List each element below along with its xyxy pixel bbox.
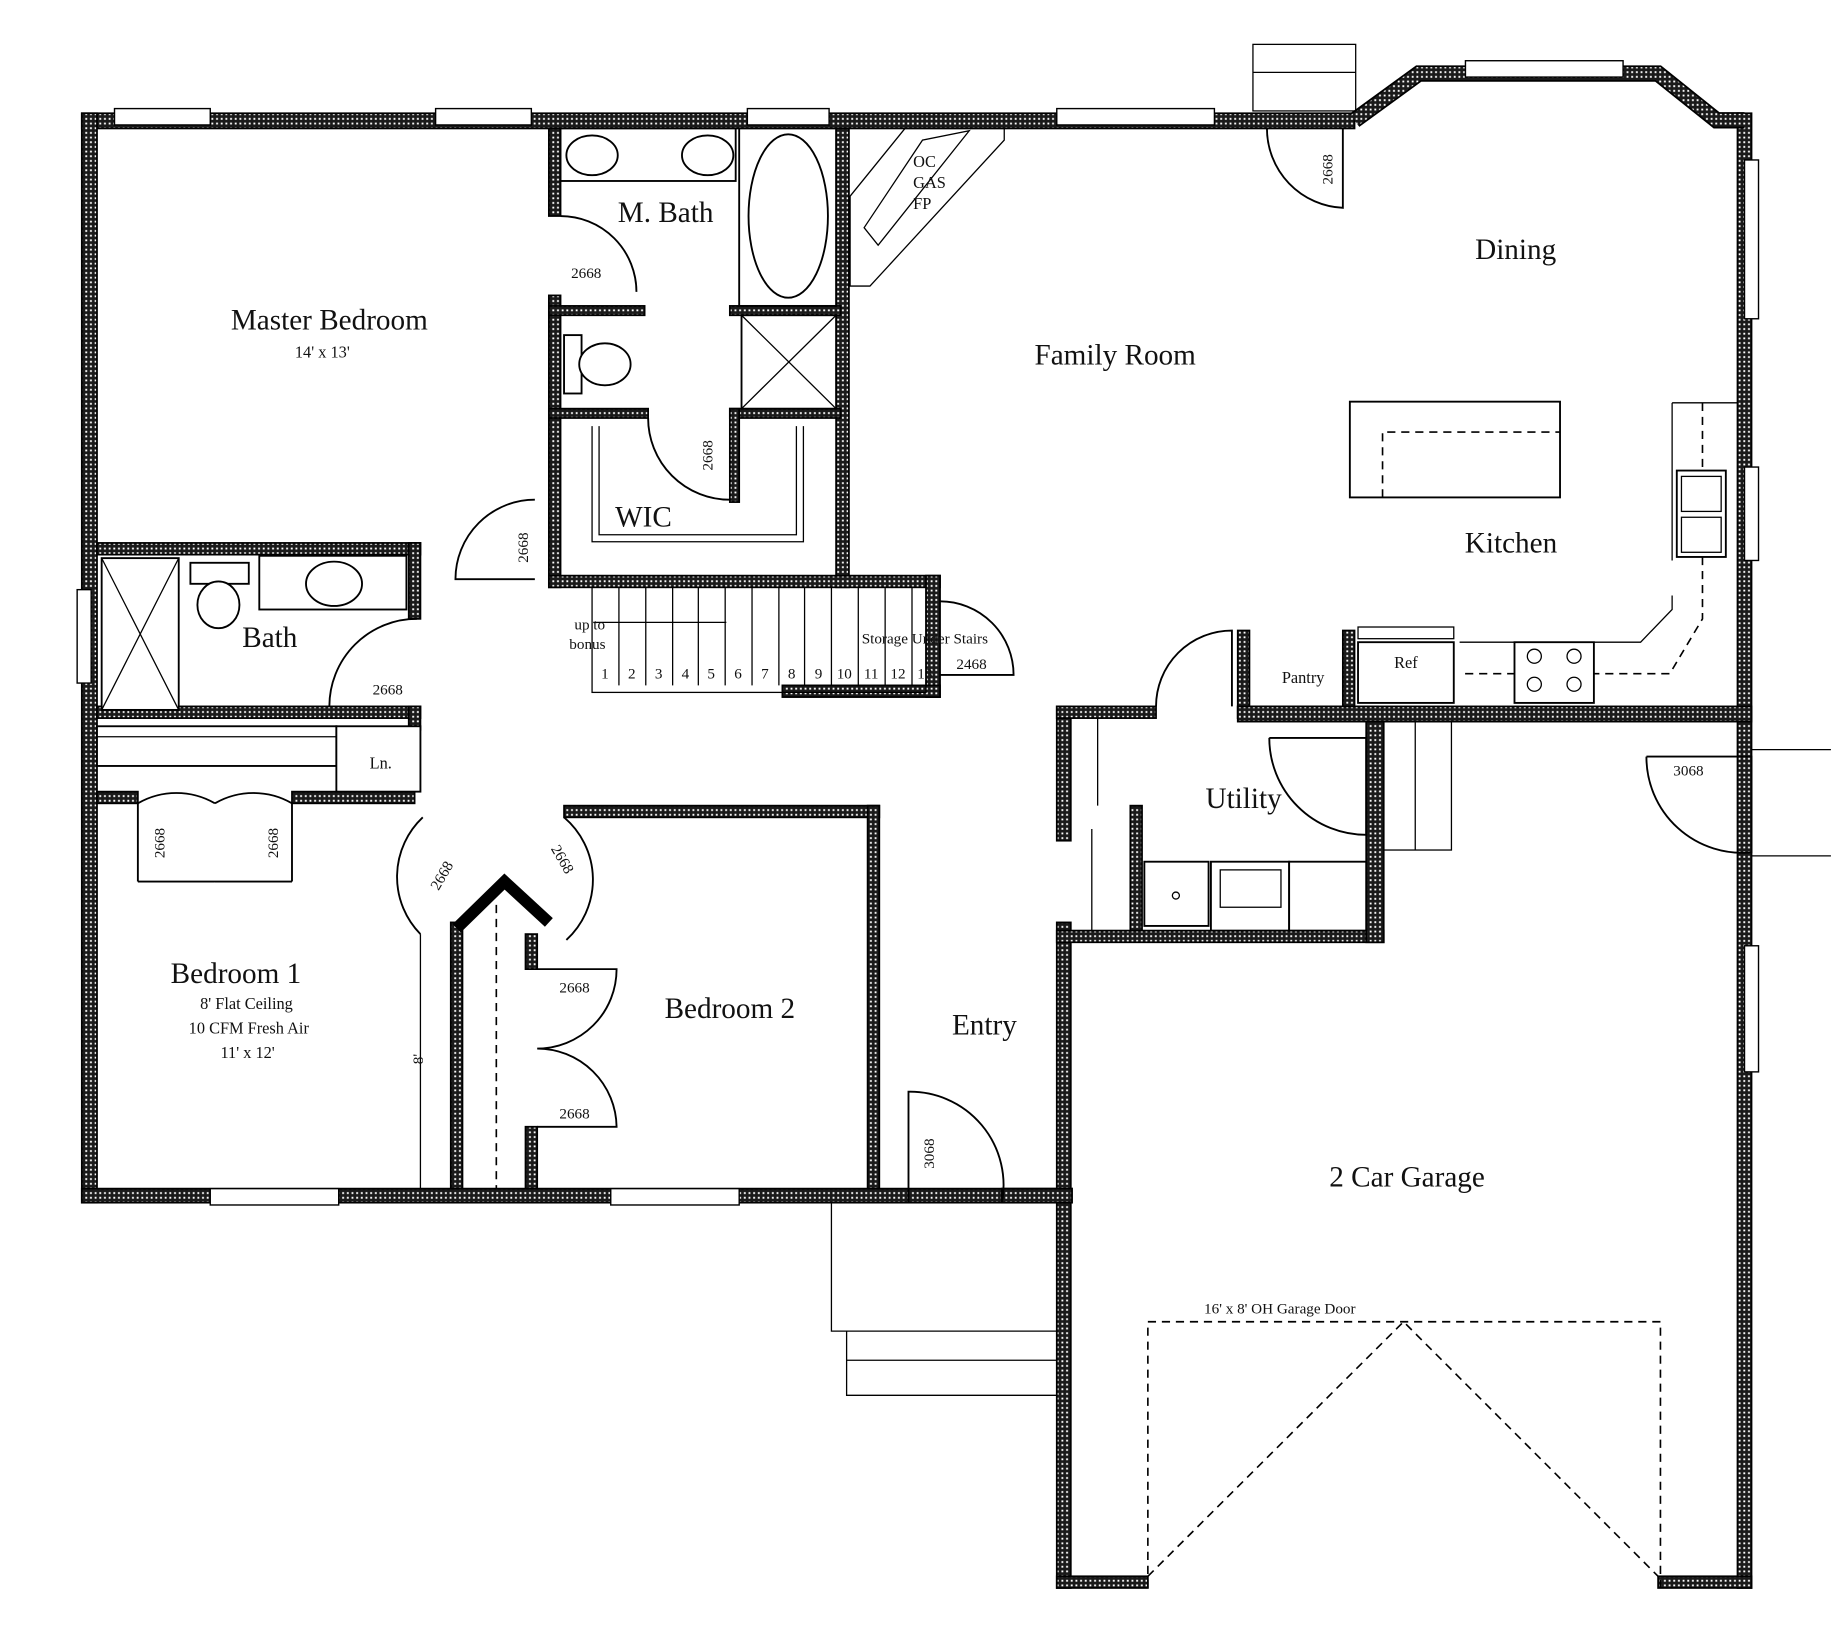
- label-linen: Ln.: [370, 753, 392, 772]
- label-utility: Utility: [1205, 783, 1282, 815]
- door-label: 3068: [1673, 762, 1703, 779]
- stair-number: 12: [890, 665, 905, 682]
- stair-numbers: 1 2 3 4 5 6 7 8 9 10 11 12 13: [601, 665, 932, 682]
- sink-icon: [681, 134, 735, 177]
- sink-icon: [305, 560, 363, 607]
- label-dining: Dining: [1475, 234, 1556, 266]
- interior-walls: [96, 127, 1753, 1190]
- door-label: 2668: [515, 532, 532, 562]
- shower-icon: [741, 314, 837, 410]
- stair-treads: [593, 587, 913, 686]
- windows: [76, 43, 1760, 1206]
- label-garage: 2 Car Garage: [1329, 1161, 1485, 1193]
- stair-number: 10: [837, 665, 852, 682]
- stair-number: 1: [601, 665, 609, 682]
- bedroom1-note: 8' Flat Ceiling: [200, 994, 293, 1013]
- refrigerator-icon: [1357, 641, 1455, 704]
- bedroom1-note: 11' x 12': [220, 1043, 274, 1062]
- dryer-icon: [1288, 860, 1368, 932]
- door-label: 2668: [265, 828, 282, 858]
- door-label: 2668: [152, 828, 169, 858]
- door-label: 2668: [427, 858, 457, 893]
- fireplace-label: FP: [913, 194, 931, 213]
- door-label: 2668: [559, 979, 589, 996]
- label-kitchen: Kitchen: [1465, 527, 1558, 559]
- label-family-room: Family Room: [1034, 339, 1196, 371]
- stair-number: 13: [917, 665, 932, 682]
- door-label: 2668: [699, 440, 716, 470]
- label-master-bath: M. Bath: [618, 197, 714, 229]
- stair-number: 6: [734, 665, 742, 682]
- label-bedroom-2: Bedroom 2: [665, 993, 796, 1025]
- stair-number: 7: [761, 665, 769, 682]
- label-master-bedroom-size: 14' x 13': [295, 342, 350, 361]
- stair-number: 3: [655, 665, 663, 682]
- label-bath: Bath: [242, 622, 298, 654]
- fixture-labels: OC GAS FP Ref up to bonus Storage Under …: [410, 152, 1418, 1318]
- fireplace-label: GAS: [913, 173, 946, 192]
- label-wic: WIC: [615, 502, 672, 534]
- room-labels: Master Bedroom 14' x 13' M. Bath WIC Bat…: [171, 197, 1558, 1193]
- door-label: 2668: [1319, 154, 1336, 184]
- stair-number: 9: [815, 665, 823, 682]
- door-label: 2668: [559, 1106, 589, 1123]
- door-label: 2668: [547, 842, 577, 877]
- label-pantry: Pantry: [1282, 668, 1325, 687]
- stair-number: 5: [707, 665, 715, 682]
- doors[interactable]: [136, 128, 1831, 1203]
- utility-sink: [1143, 860, 1210, 927]
- stair-number: 8: [788, 665, 796, 682]
- fixtures: [96, 127, 1738, 1588]
- tub-icon: [747, 133, 829, 299]
- stair-number: 2: [628, 665, 636, 682]
- garage-door: [1147, 1320, 1662, 1588]
- label-bedroom-1: Bedroom 1: [171, 958, 302, 990]
- bedroom1-note: 10 CFM Fresh Air: [189, 1018, 310, 1037]
- sink-icon: [565, 134, 619, 177]
- door-label: 2468: [956, 656, 986, 673]
- fireplace-label: OC: [913, 152, 936, 171]
- washer-icon: [1209, 860, 1291, 932]
- hall-dimension: 8': [410, 1054, 427, 1065]
- kitchen-sink: [1675, 469, 1727, 558]
- stair-number: 11: [864, 665, 879, 682]
- shower-icon: [101, 557, 180, 711]
- kitchen-island: [1348, 400, 1561, 499]
- fireplace-icon: [849, 127, 1005, 287]
- stairs-note: bonus: [569, 636, 605, 653]
- range-icon: [1513, 641, 1595, 704]
- door-label: 2668: [373, 682, 403, 699]
- toilet-icon: [578, 342, 632, 387]
- door-label: 2668: [571, 265, 601, 282]
- garage-door-label: 16' x 8' OH Garage Door: [1204, 1301, 1356, 1318]
- storage-label: Storage Under Stairs: [862, 630, 988, 647]
- stairs-note: up to: [574, 616, 605, 633]
- label-entry: Entry: [952, 1010, 1017, 1042]
- stair-number: 4: [682, 665, 690, 682]
- toilet-icon: [196, 580, 241, 630]
- refrigerator-label: Ref: [1394, 653, 1418, 672]
- door-label: 3068: [921, 1138, 938, 1168]
- label-master-bedroom: Master Bedroom: [231, 304, 428, 336]
